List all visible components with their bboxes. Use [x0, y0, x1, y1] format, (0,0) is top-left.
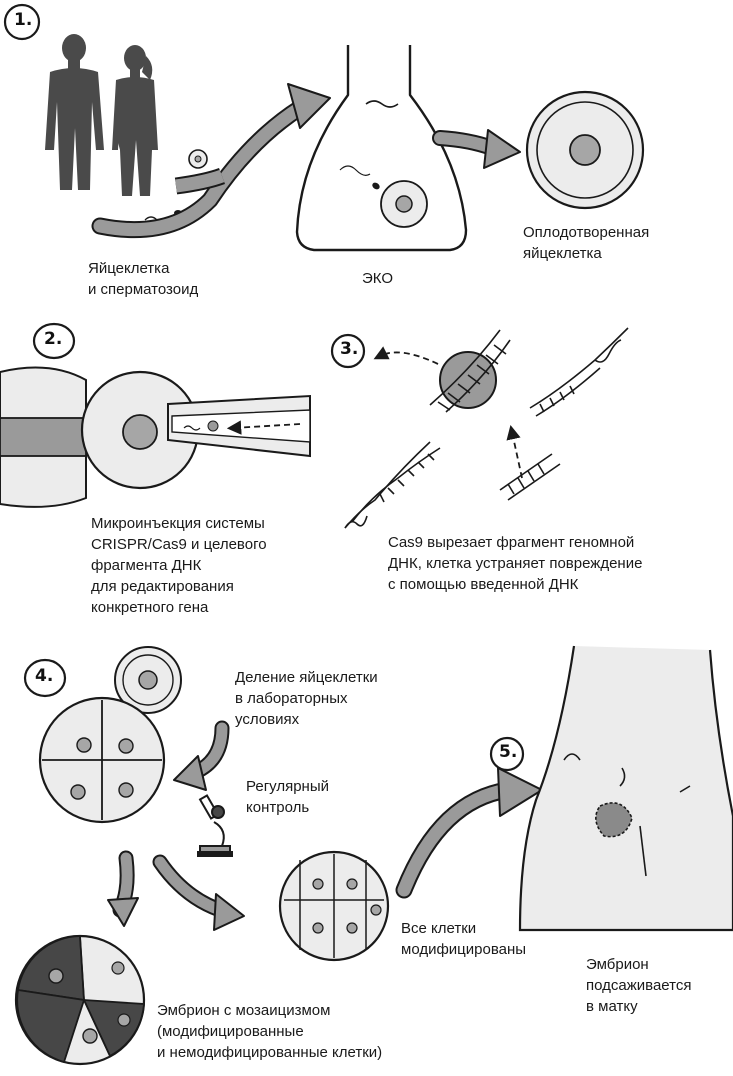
cas9-label-line2: ДНК, клетка устраняет повреждение: [388, 553, 642, 574]
small-egg: [189, 150, 207, 168]
step-4-number: 4.: [35, 666, 53, 686]
fertilized-label-line2: яйцеклетка: [523, 243, 602, 264]
ejection-arrow: [380, 352, 438, 364]
division-label-line2: в лабораторных: [235, 688, 347, 709]
step-3-number: 3.: [340, 339, 358, 359]
mosaic-embryo: [16, 936, 144, 1064]
body-torso: [520, 646, 733, 930]
division-arrow: [174, 728, 222, 790]
repair-arrow: [512, 432, 522, 478]
step-5-number: 5.: [499, 742, 517, 762]
implant-label-line1: Эмбрион: [586, 954, 649, 975]
arrow-to-modified: [160, 862, 244, 930]
implant-label-line3: в матку: [586, 996, 638, 1017]
division-label-line3: условиях: [235, 709, 299, 730]
microinjection-label-line2: CRISPR/Cas9 и целевого: [91, 534, 267, 555]
holding-pipette: [0, 368, 86, 507]
ivf-label: ЭКО: [362, 268, 393, 289]
step-2-number: 2.: [44, 329, 62, 349]
mosaic-label-line2: (модифицированные: [157, 1021, 304, 1042]
modified-embryo: [280, 852, 388, 960]
division-label-line1: Деление яйцеклетки: [235, 667, 378, 688]
fertilized-egg: [527, 92, 643, 208]
ivf-flask: [297, 45, 466, 250]
cas9-label-line1: Cas9 вырезает фрагмент геномной: [388, 532, 634, 553]
genomic-dna-right: [530, 328, 628, 416]
all-modified-label-line1: Все клетки: [401, 918, 476, 939]
all-modified-label-line2: модифицированы: [401, 939, 526, 960]
woman-silhouette: [112, 45, 158, 196]
eight-cell-embryo: [40, 698, 164, 822]
man-silhouette: [45, 34, 104, 190]
control-label-line1: Регулярный: [246, 776, 329, 797]
mosaic-label-line1: Эмбрион с мозаицизмом: [157, 1000, 330, 1021]
egg-sperm-label-line1: Яйцеклетка: [88, 258, 169, 279]
control-label-line2: контроль: [246, 797, 309, 818]
donor-dna: [500, 454, 560, 500]
microscope-icon: [198, 795, 232, 856]
microinjection-label-line1: Микроинъекция системы: [91, 513, 265, 534]
arrow-to-fertilized: [440, 130, 520, 168]
egg-sperm-label-line2: и сперматозоид: [88, 279, 198, 300]
implant-label-line2: подсаживается: [586, 975, 691, 996]
mosaic-label-line3: и немодифицированные клетки): [157, 1042, 382, 1063]
step-1-number: 1.: [14, 10, 32, 30]
genomic-dna-left: [345, 442, 440, 528]
cas9-label-line3: с помощью введенной ДНК: [388, 574, 578, 595]
fertilized-label-line1: Оплодотворенная: [523, 222, 649, 243]
microinjection-label-line5: конкретного гена: [91, 597, 208, 618]
arrow-to-mosaic: [108, 858, 138, 926]
oocyte-injection: [82, 372, 310, 488]
cas9-complex: [430, 330, 510, 412]
microinjection-label-line4: для редактирования: [91, 576, 234, 597]
microinjection-label-line3: фрагмента ДНК: [91, 555, 201, 576]
arrow-to-body: [404, 768, 542, 890]
